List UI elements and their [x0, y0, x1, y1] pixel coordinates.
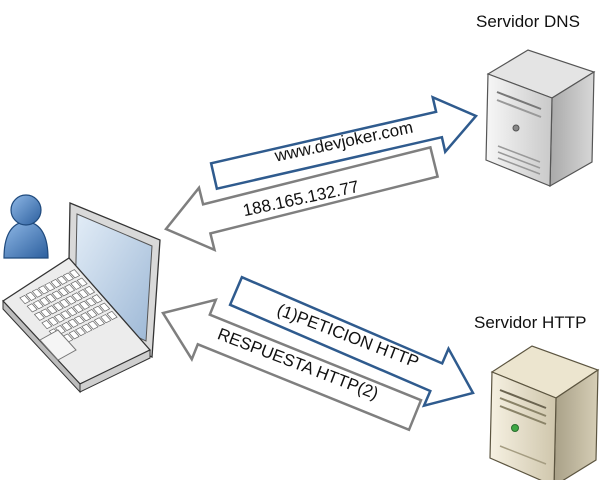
keyboard-key: [37, 285, 49, 295]
keyboard-key: [67, 318, 79, 328]
http-server-label: Servidor HTTP: [474, 313, 587, 332]
keyboard-key: [47, 316, 59, 326]
keyboard-key: [33, 311, 45, 321]
keyboard-key: [46, 305, 58, 315]
keyboard-key: [56, 275, 68, 285]
keyboard-key: [99, 302, 111, 312]
keyboard-key: [71, 292, 83, 302]
dns-server-label: Servidor DNS: [476, 12, 580, 31]
keyboard-key: [84, 285, 96, 296]
keyboard-key: [86, 308, 98, 319]
keyboard-key: [85, 297, 97, 307]
keyboard-key: [87, 320, 99, 330]
keyboard-key: [31, 288, 43, 298]
keyboard-key: [19, 294, 31, 305]
keyboard-key: [93, 317, 106, 327]
keyboard-key: [61, 321, 73, 332]
keyboard-key: [68, 330, 80, 340]
keyboard-key: [62, 272, 74, 282]
keyboard-key: [69, 269, 81, 279]
keyboard-key: [100, 314, 112, 324]
keyboard-key: [41, 319, 53, 330]
keyboard-key: [70, 280, 82, 290]
keyboard-key: [76, 277, 88, 287]
keyboard-key: [65, 295, 77, 305]
keyboard-key: [32, 300, 44, 310]
keyboard-key: [44, 282, 56, 292]
keyboard-key: [80, 312, 92, 322]
keyboard-key: [60, 310, 72, 320]
user-icon: [3, 194, 49, 259]
keyboard-key: [106, 310, 118, 321]
keyboard-key: [78, 300, 91, 310]
keyboard-key: [25, 291, 37, 301]
keyboard-key: [92, 305, 104, 315]
http-server-icon: [489, 345, 600, 480]
keyboard-key: [39, 296, 51, 307]
keyboard-key: [59, 298, 71, 308]
keyboard-key: [50, 278, 62, 289]
keyboard-key: [81, 323, 93, 333]
keyboard-key: [53, 313, 65, 323]
keyboard-key: [77, 289, 89, 299]
keyboard-key: [40, 308, 52, 318]
keyboard-key: [74, 326, 87, 337]
keyboard-key: [64, 283, 76, 294]
keyboard-key: [45, 293, 57, 303]
keyboard-key: [52, 301, 64, 312]
keyboard-key: [91, 294, 103, 304]
keyboard-key: [72, 303, 84, 314]
keyboard-key: [26, 303, 38, 313]
keyboard-key: [66, 307, 78, 317]
keyboard-key: [51, 290, 63, 300]
dns-server-icon: [485, 49, 596, 188]
keyboard-key: [57, 287, 69, 297]
keyboard-key: [73, 315, 85, 325]
laptop-icon: [1, 202, 161, 394]
